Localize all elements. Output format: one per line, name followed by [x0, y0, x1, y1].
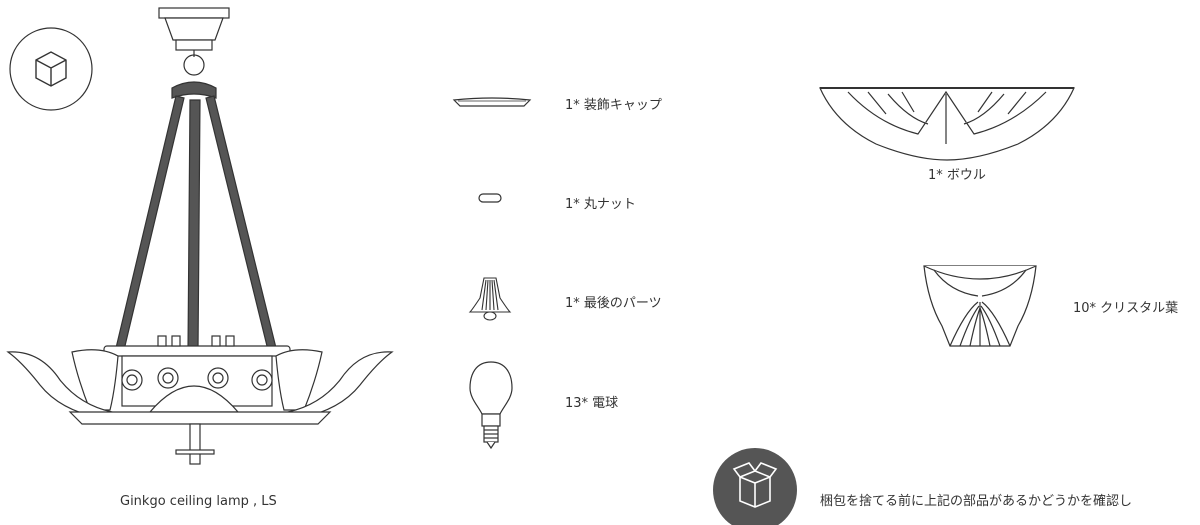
part-label-round-nut: 1* 丸ナット: [565, 197, 636, 212]
part-label-final-part: 1* 最後のパーツ: [565, 296, 662, 311]
decorative-cap-icon: [452, 92, 532, 112]
notice-text: 梱包を捨てる前に上記の部品があるかどうかを確認し: [820, 494, 1133, 509]
bowl-icon: [818, 84, 1076, 164]
final-part-icon: [468, 276, 512, 324]
lamp-caption: Ginkgo ceiling lamp , LS: [120, 494, 277, 509]
crystal-leaf-icon: [920, 262, 1040, 352]
part-label-light-bulb: 13* 電球: [565, 396, 619, 411]
part-label-decorative-cap: 1* 装飾キャップ: [565, 98, 662, 113]
box-icon: [8, 26, 94, 112]
round-nut-icon: [477, 191, 503, 205]
part-label-crystal-leaf: 10* クリスタル葉: [1073, 301, 1179, 316]
part-label-bowl: 1* ボウル: [928, 168, 986, 183]
light-bulb-icon: [466, 356, 516, 452]
open-box-icon: [712, 447, 798, 525]
ginkgo-lamp-drawing: [0, 0, 400, 470]
